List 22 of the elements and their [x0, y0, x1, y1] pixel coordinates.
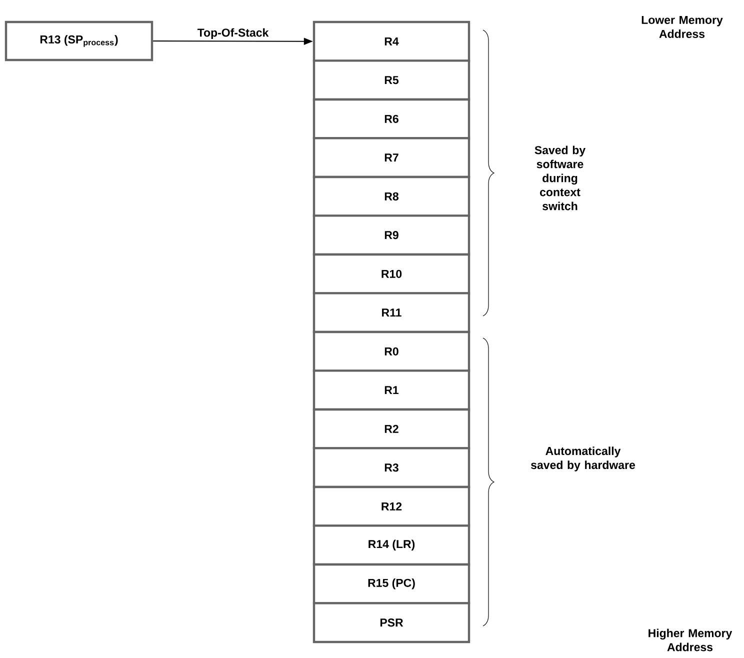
note-text: Higher Memory Address	[648, 628, 732, 652]
register-box: R15 (PC)	[312, 563, 470, 604]
edge-label: Top-Of-Stack	[197, 28, 269, 39]
register-box: R10	[312, 253, 470, 294]
note-text: Lower Memory Address	[642, 16, 723, 38]
register-box: R11	[312, 292, 470, 334]
register-box: R6	[312, 98, 470, 140]
register-box: R2	[312, 408, 470, 450]
note-text: Saved by software during context switch	[534, 146, 586, 210]
register-box: R9	[312, 214, 470, 256]
register-box: R3	[312, 447, 470, 488]
register-box: R7	[312, 137, 470, 178]
register-box: R12	[312, 486, 470, 527]
pointer-box: R13 (SP$_{process}$)	[4, 20, 154, 62]
note-text: Automatically saved by hardware	[531, 446, 635, 472]
register-box: R8	[312, 176, 470, 217]
register-box: R1	[312, 370, 470, 411]
register-box: PSR	[312, 602, 470, 644]
register-box: R14 (LR)	[312, 524, 470, 566]
register-box: R4	[312, 20, 470, 62]
register-box: R5	[312, 60, 470, 101]
register-box: R0	[312, 330, 470, 372]
